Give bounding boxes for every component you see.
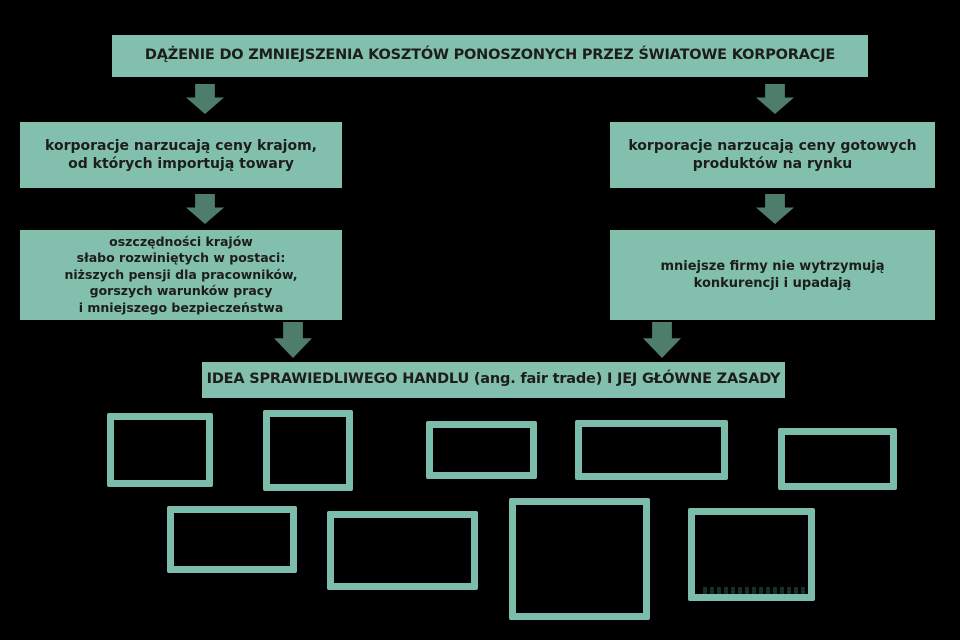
root-cause-box: DĄŻENIE DO ZMNIEJSZENIA KOSZTÓW PONOSZON… [112, 35, 868, 77]
left-branch-cause-box: korporacje narzucają ceny krajom, od któ… [20, 122, 342, 188]
arrow-down-icon [756, 194, 794, 224]
principle-box [327, 511, 478, 590]
principle-box [426, 421, 537, 479]
result-banner: IDEA SPRAWIEDLIWEGO HANDLU (ang. fair tr… [202, 362, 785, 398]
arrow-down-icon [186, 84, 224, 114]
principle-box [778, 428, 897, 490]
principle-box [263, 410, 353, 491]
principle-box [575, 420, 728, 480]
principle-box [688, 508, 815, 601]
principle-box [509, 498, 650, 620]
left-branch-effect-box: oszczędności krajów słabo rozwiniętych w… [20, 230, 342, 320]
arrow-down-icon [756, 84, 794, 114]
arrow-down-icon [643, 322, 681, 358]
right-branch-cause-box: korporacje narzucają ceny gotowych produ… [610, 122, 935, 188]
arrow-down-icon [186, 194, 224, 224]
principle-box [107, 413, 213, 487]
illegible-text-fragment [703, 587, 805, 594]
principle-box [167, 506, 297, 573]
arrow-down-icon [274, 322, 312, 358]
right-branch-effect-box: mniejsze firmy nie wytrzymują konkurencj… [610, 230, 935, 320]
